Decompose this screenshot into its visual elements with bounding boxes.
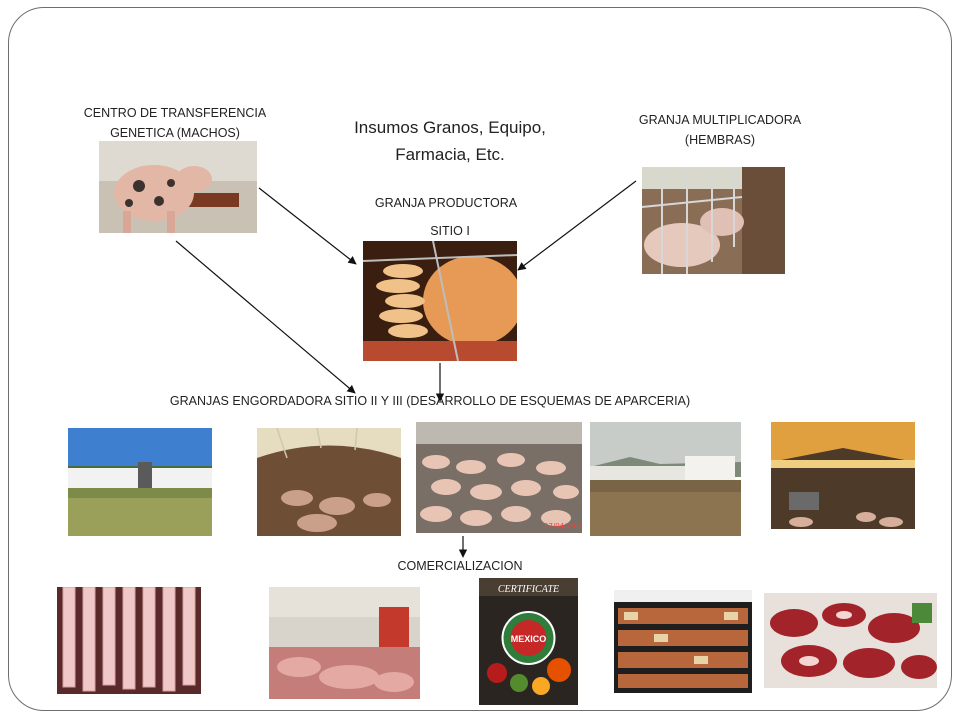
productora-label: GRANJA PRODUCTORA xyxy=(374,196,518,210)
meat-cuts-photo xyxy=(764,593,937,688)
insumos-title-line1: Insumos Granos, Equipo, xyxy=(354,118,546,137)
farm-exterior-photo xyxy=(68,428,212,536)
centro-label: CENTRO DE TRANSFERENCIA GENETICA (MACHOS… xyxy=(70,103,280,143)
mexico-certificate-photo: CERTIFICATE MEXICO xyxy=(479,578,578,705)
sitio-label: SITIO I xyxy=(430,224,470,238)
photo-datestamp: 27/04/2014 xyxy=(544,522,582,530)
piglets-photo xyxy=(363,241,517,361)
carcasses-photo xyxy=(57,587,201,694)
barn-interior-photo xyxy=(257,428,401,536)
multiplicadora-label: GRANJA MULTIPLICADORA (HEMBRAS) xyxy=(610,110,830,150)
insumos-title: Insumos Granos, Equipo, Farmacia, Etc. xyxy=(320,114,580,168)
multiplicadora-label-line2: (HEMBRAS) xyxy=(684,133,756,147)
centro-label-line1: CENTRO DE TRANSFERENCIA xyxy=(83,106,267,120)
certificate-heading: CERTIFICATE xyxy=(498,584,559,595)
engordadora-label: GRANJAS ENGORDADORA SITIO II Y III (DESA… xyxy=(169,394,691,408)
insumos-title-line2: Farmacia, Etc. xyxy=(395,145,505,164)
boar-photo xyxy=(99,141,257,233)
pigs-pen-photo: 27/04/2014 xyxy=(416,422,582,533)
barn-tunnel-photo xyxy=(771,422,915,529)
meat-processing-photo xyxy=(269,587,420,699)
supermarket-display-photo xyxy=(614,590,752,693)
centro-label-line2: GENETICA (MACHOS) xyxy=(110,126,240,140)
comercializacion-label: COMERCIALIZACION xyxy=(397,559,523,573)
multiplicadora-label-line1: GRANJA MULTIPLICADORA xyxy=(638,113,802,127)
sow-crates-photo xyxy=(642,167,785,274)
certificate-seal: MEXICO xyxy=(511,634,547,644)
farm-buildings-photo xyxy=(590,422,741,536)
